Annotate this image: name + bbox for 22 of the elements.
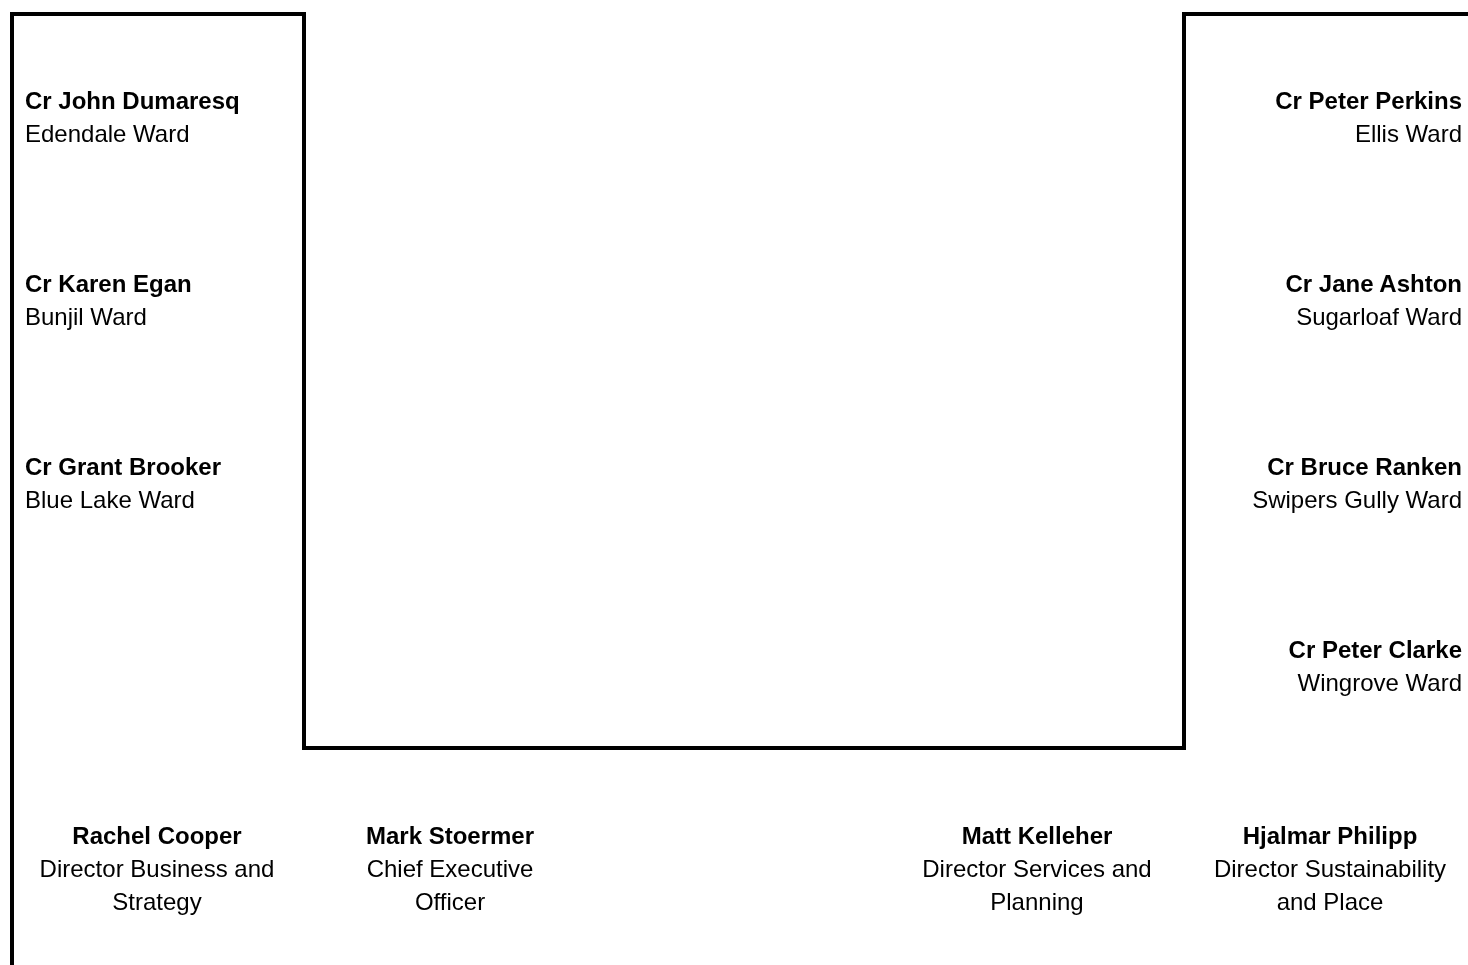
- staff-name: Hjalmar Philipp: [1242, 822, 1418, 849]
- councillor-name: Cr Peter Clarke: [1288, 636, 1462, 663]
- staff-name: Rachel Cooper: [72, 822, 242, 849]
- councillor-name: Cr Karen Egan: [25, 270, 192, 297]
- staff-name: Matt Kelleher: [961, 822, 1113, 849]
- ward-name: Ellis Ward: [1354, 120, 1462, 147]
- ward-name: Blue Lake Ward: [25, 486, 195, 513]
- ward-name: Bunjil Ward: [25, 303, 147, 330]
- ward-name: Wingrove Ward: [1297, 669, 1462, 696]
- ward-name: Edendale Ward: [25, 120, 190, 147]
- staff-name: Mark Stoermer: [365, 822, 535, 849]
- councillor-name: Cr Jane Ashton: [1285, 270, 1462, 297]
- councillor-name: Cr Grant Brooker: [25, 453, 222, 480]
- job-title: Director Services and Planning: [922, 855, 1152, 915]
- ward-name: Swipers Gully Ward: [1252, 486, 1462, 513]
- councillor-name: Cr Peter Perkins: [1275, 87, 1462, 114]
- job-title: Director Business and Strategy: [39, 855, 275, 915]
- ward-name: Sugarloaf Ward: [1296, 303, 1462, 330]
- job-title: Director Sustainability and Place: [1213, 855, 1447, 915]
- job-title: Chief Executive Officer: [366, 855, 534, 915]
- councillor-name: Cr John Dumaresq: [25, 87, 240, 114]
- councillor-name: Cr Bruce Ranken: [1267, 453, 1462, 480]
